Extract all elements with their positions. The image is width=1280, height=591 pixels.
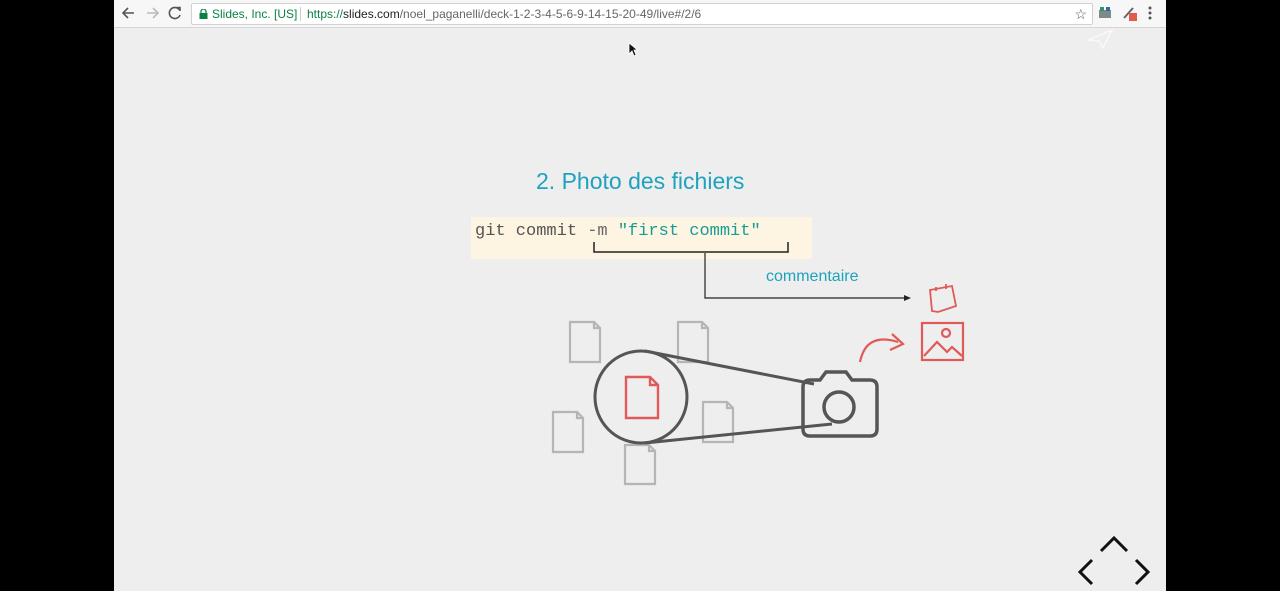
forward-icon[interactable] [142, 4, 162, 22]
file-icon [551, 410, 585, 454]
url-host: slides.com [343, 7, 400, 21]
menu-icon[interactable] [1146, 5, 1154, 21]
site-identity[interactable]: Slides, Inc. [US] [212, 7, 298, 21]
slide-title: 2. Photo des fichiers [536, 168, 745, 194]
file-icon [624, 375, 660, 420]
file-icon [676, 320, 710, 364]
address-bar[interactable]: Slides, Inc. [US] https://slides.com/noe… [191, 3, 1093, 25]
sticky-note-icon [929, 284, 958, 313]
curved-arrow-icon [858, 338, 899, 363]
browser-window: Slides, Inc. [US] https://slides.com/noe… [114, 0, 1166, 591]
code-command: git commit [475, 222, 588, 241]
back-icon[interactable] [119, 4, 139, 22]
commit-diagram [551, 242, 965, 486]
focus-line [644, 349, 815, 386]
url-scheme: https:// [307, 7, 344, 21]
annotation-arrow [704, 253, 904, 299]
lock-icon [199, 9, 208, 19]
slide-navigation [1074, 530, 1154, 591]
omnibox-divider [300, 7, 301, 21]
file-icon [568, 320, 602, 364]
url-path: /noel_paganelli/deck-1-2-3-4-5-6-9-14-15… [399, 7, 702, 21]
arrow-head [904, 295, 911, 301]
star-icon[interactable]: ☆ [1074, 6, 1087, 22]
code-message: "first commit" [617, 222, 761, 241]
file-icon [701, 400, 735, 444]
mouse-cursor-icon [628, 42, 638, 57]
paper-plane-icon [1087, 28, 1114, 50]
chevron-right-icon[interactable] [1134, 558, 1151, 586]
image-icon [920, 321, 965, 362]
extension-icon[interactable] [1121, 5, 1137, 21]
url-text[interactable]: https://slides.com/noel_paganelli/deck-1… [307, 4, 701, 24]
code-line: git commit -m "first commit" [475, 221, 761, 243]
focus-circle [593, 349, 689, 445]
code-flag: -m [587, 222, 618, 241]
extension-icon[interactable] [1097, 5, 1113, 21]
chevron-up-icon[interactable] [1099, 535, 1129, 553]
bracket-line [593, 242, 789, 253]
camera-icon [801, 370, 879, 438]
chevron-left-icon[interactable] [1077, 558, 1094, 586]
browser-toolbar: Slides, Inc. [US] https://slides.com/noe… [114, 0, 1166, 28]
reload-icon[interactable] [165, 4, 185, 22]
watermark-logo [1060, 28, 1140, 84]
nav-arrows [1077, 535, 1151, 586]
focus-line [644, 422, 833, 445]
annotation-label: commentaire [766, 268, 859, 285]
file-icon [623, 443, 657, 486]
curved-arrow-icon [889, 333, 905, 351]
